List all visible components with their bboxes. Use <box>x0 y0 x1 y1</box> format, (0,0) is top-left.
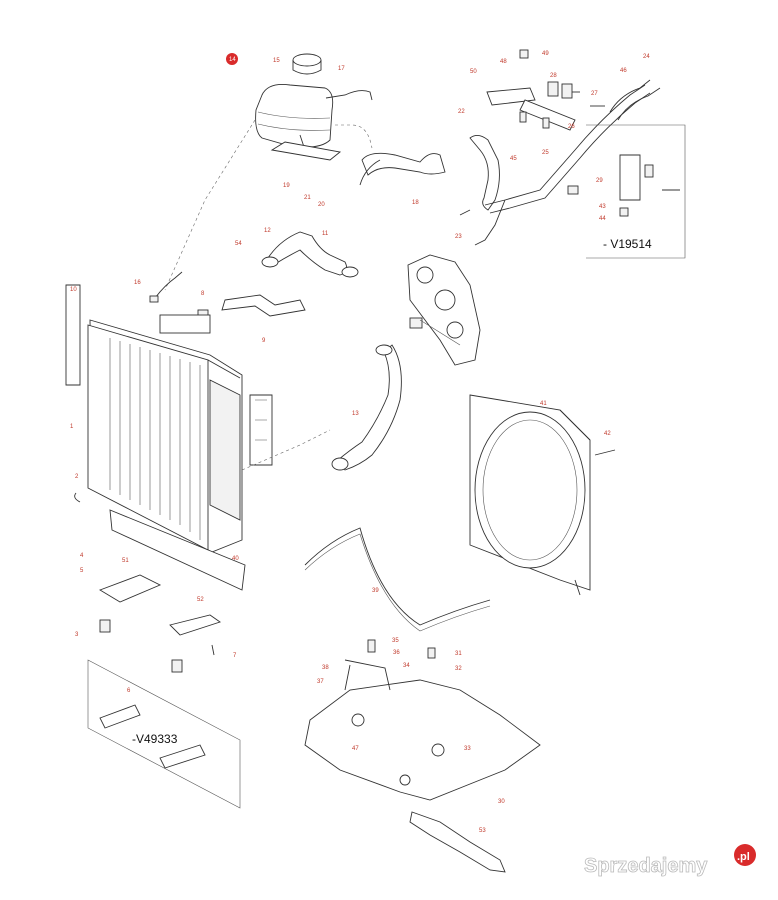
callout-2: 2 <box>75 474 79 480</box>
callout-15: 15 <box>273 58 280 64</box>
callout-28: 28 <box>550 73 557 79</box>
callout-24: 24 <box>643 54 650 60</box>
callout-21: 21 <box>304 195 311 201</box>
callout-38: 38 <box>322 665 329 671</box>
callout-39: 39 <box>372 588 379 594</box>
callout-7: 7 <box>233 653 237 659</box>
callout-19: 19 <box>283 183 290 189</box>
callout-17: 17 <box>338 66 345 72</box>
callout-44: 44 <box>599 216 606 222</box>
callout-16: 16 <box>134 280 141 286</box>
callout-18: 18 <box>412 200 419 206</box>
callout-52: 52 <box>197 597 204 603</box>
callout-42: 42 <box>604 431 611 437</box>
callout-37: 37 <box>317 679 324 685</box>
callout-14: 14 <box>229 57 236 63</box>
highlight-badge <box>226 53 238 65</box>
callout-36: 36 <box>393 650 400 656</box>
radiator[interactable] <box>87 314 243 553</box>
callout-20: 20 <box>318 202 325 208</box>
watermark: Sprzedajemy .pl <box>584 844 756 877</box>
callout-45: 45 <box>510 156 517 162</box>
bottom-plate[interactable] <box>304 639 541 801</box>
callout-50: 50 <box>470 69 477 75</box>
callout-35: 35 <box>392 638 399 644</box>
callout-54: 54 <box>235 241 242 247</box>
callout-13: 13 <box>352 411 359 417</box>
fan-shroud[interactable] <box>469 394 591 596</box>
callout-51: 51 <box>122 558 129 564</box>
callout-33: 33 <box>464 746 471 752</box>
callout-41: 41 <box>540 401 547 407</box>
expansion-tank[interactable] <box>255 53 342 161</box>
callout-48: 48 <box>500 59 507 65</box>
callout-34: 34 <box>403 663 410 669</box>
callout-10: 10 <box>70 287 77 293</box>
callout-47: 47 <box>352 746 359 752</box>
callout-26: 26 <box>568 124 575 130</box>
callout-11: 11 <box>322 231 329 237</box>
callout-23: 23 <box>455 234 462 240</box>
callout-43: 43 <box>599 204 606 210</box>
callout-46: 46 <box>620 68 627 74</box>
callout-49: 49 <box>542 51 549 57</box>
variant-label-v49333: -V49333 <box>132 732 178 746</box>
callout-1: 1 <box>70 424 74 430</box>
callout-53: 53 <box>479 828 486 834</box>
callout-31: 31 <box>455 651 462 657</box>
callout-3: 3 <box>75 632 79 638</box>
callout-30: 30 <box>498 799 505 805</box>
callout-9: 9 <box>262 338 266 344</box>
callout-27: 27 <box>591 91 598 97</box>
callout-22: 22 <box>458 109 465 115</box>
watermark-suffix: .pl <box>737 851 750 863</box>
callout-8: 8 <box>201 291 205 297</box>
callout-32: 32 <box>455 666 462 672</box>
callout-40: 40 <box>232 556 239 562</box>
callout-12: 12 <box>264 228 271 234</box>
callout-4: 4 <box>80 553 84 559</box>
variant-label-v19514: - V19514 <box>603 237 652 251</box>
callout-5: 5 <box>80 568 84 574</box>
callout-29: 29 <box>596 178 603 184</box>
callout-6: 6 <box>127 688 131 694</box>
callout-25: 25 <box>542 150 549 156</box>
watermark-text: Sprzedajemy <box>584 855 708 877</box>
